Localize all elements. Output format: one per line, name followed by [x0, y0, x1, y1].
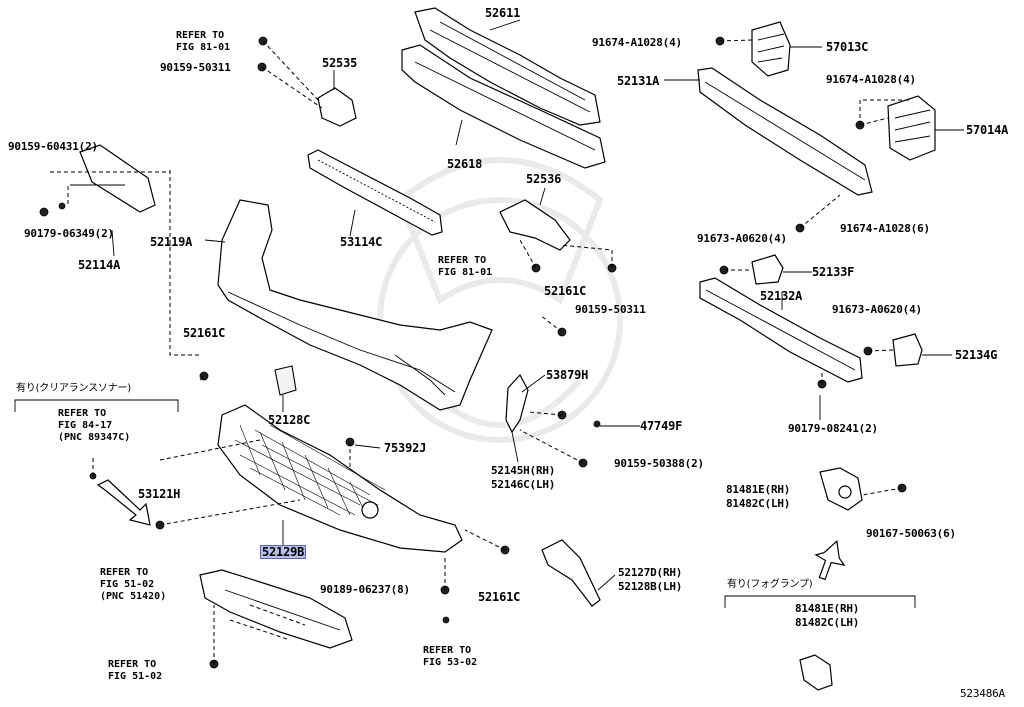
label-fastener-90159-60431[interactable]: 90159-60431(2) [8, 140, 98, 153]
label-fastener-90159-50311-a[interactable]: 90159-50311 [160, 61, 231, 74]
label-57014A[interactable]: 57014A [966, 123, 1009, 137]
license-bracket-52114A [79, 144, 156, 213]
direction-arrows [96, 479, 846, 581]
label-81481E-bottom[interactable]: 81481E(RH) [795, 602, 860, 615]
bracket-52134G [892, 333, 923, 367]
leader-lines [111, 19, 964, 591]
diagram-code: 523486A [960, 687, 1005, 700]
label-47749F[interactable]: 47749F [640, 419, 683, 433]
fog-bracket-81481E-bottom [799, 654, 833, 691]
grille-strip-53114C [307, 149, 443, 236]
absorber-52618 [401, 44, 606, 169]
label-52161C-upper[interactable]: 52161C [544, 284, 587, 298]
lower-cover-52129B [217, 404, 463, 553]
label-81482C-top[interactable]: 81482C(LH) [726, 497, 791, 510]
label-52535[interactable]: 52535 [322, 56, 358, 70]
label-52133F[interactable]: 52133F [812, 265, 855, 279]
label-53879H[interactable]: 53879H [546, 368, 589, 382]
bracket-52536 [499, 199, 571, 251]
label-fastener-91674-A1028-a[interactable]: 91674-A1028(4) [592, 36, 682, 49]
label-52134G[interactable]: 52134G [955, 348, 998, 362]
label-52132A[interactable]: 52132A [760, 289, 803, 303]
label-75392J[interactable]: 75392J [384, 441, 427, 455]
cap-52128C [274, 365, 297, 396]
label-fastener-90159-50311-b[interactable]: 90159-50311 [575, 303, 646, 316]
bumper-cover-52119A [217, 199, 493, 411]
label-fastener-90159-50388[interactable]: 90159-50388(2) [614, 457, 704, 470]
label-52145H[interactable]: 52145H(RH) [491, 464, 556, 477]
note-clearance-sonar: 有り(クリアランスソナー) [16, 383, 132, 394]
undercover [199, 569, 353, 649]
label-52536[interactable]: 52536 [526, 172, 562, 186]
honeycomb-mesh [234, 424, 386, 519]
label-81482C-bottom[interactable]: 81482C(LH) [795, 616, 860, 629]
label-fastener-90179-08241[interactable]: 90179-08241(2) [788, 422, 878, 435]
label-52114A[interactable]: 52114A [78, 258, 121, 272]
label-fastener-90189-06237[interactable]: 90189-06237(8) [320, 583, 410, 596]
label-52127D[interactable]: 52127D(RH) [618, 566, 683, 579]
label-fastener-91674-A1028-c[interactable]: 91674-A1028(6) [840, 222, 930, 235]
label-52161C-lower[interactable]: 52161C [478, 590, 521, 604]
label-53121H[interactable]: 53121H [138, 487, 181, 501]
reinforcement-52611 [414, 7, 601, 126]
assembly-lines [50, 39, 912, 664]
label-53114C[interactable]: 53114C [340, 235, 383, 249]
bracket-52133F [751, 254, 784, 285]
label-52161C-left[interactable]: 52161C [183, 326, 226, 340]
bracket-52145H [505, 373, 529, 434]
note-fog-lamp: 有り(フォグランプ) [727, 579, 813, 590]
bracket-52127D [541, 539, 601, 607]
label-fastener-91673-A0620-a[interactable]: 91673-A0620(4) [697, 232, 787, 245]
bracket-52535 [317, 87, 357, 127]
label-81481E-top[interactable]: 81481E(RH) [726, 483, 791, 496]
label-fastener-91673-A0620-b[interactable]: 91673-A0620(4) [832, 303, 922, 316]
label-52131A[interactable]: 52131A [617, 74, 660, 88]
label-57013C[interactable]: 57013C [826, 40, 869, 54]
label-52611[interactable]: 52611 [485, 6, 521, 20]
label-fastener-91674-A1028-b[interactable]: 91674-A1028(4) [826, 73, 916, 86]
label-52128C[interactable]: 52128C [268, 413, 311, 427]
label-52129B-highlighted[interactable]: 52129B [260, 545, 307, 559]
label-52119A[interactable]: 52119A [150, 235, 193, 249]
label-52128B[interactable]: 52128B(LH) [618, 580, 683, 593]
label-fastener-90179-06349[interactable]: 90179-06349(2) [24, 227, 114, 240]
label-52146C[interactable]: 52146C(LH) [491, 478, 556, 491]
label-52618[interactable]: 52618 [447, 157, 483, 171]
option-brackets [14, 399, 916, 608]
label-fastener-90167-50063[interactable]: 90167-50063(6) [866, 527, 956, 540]
bracket-57014A [887, 95, 936, 161]
